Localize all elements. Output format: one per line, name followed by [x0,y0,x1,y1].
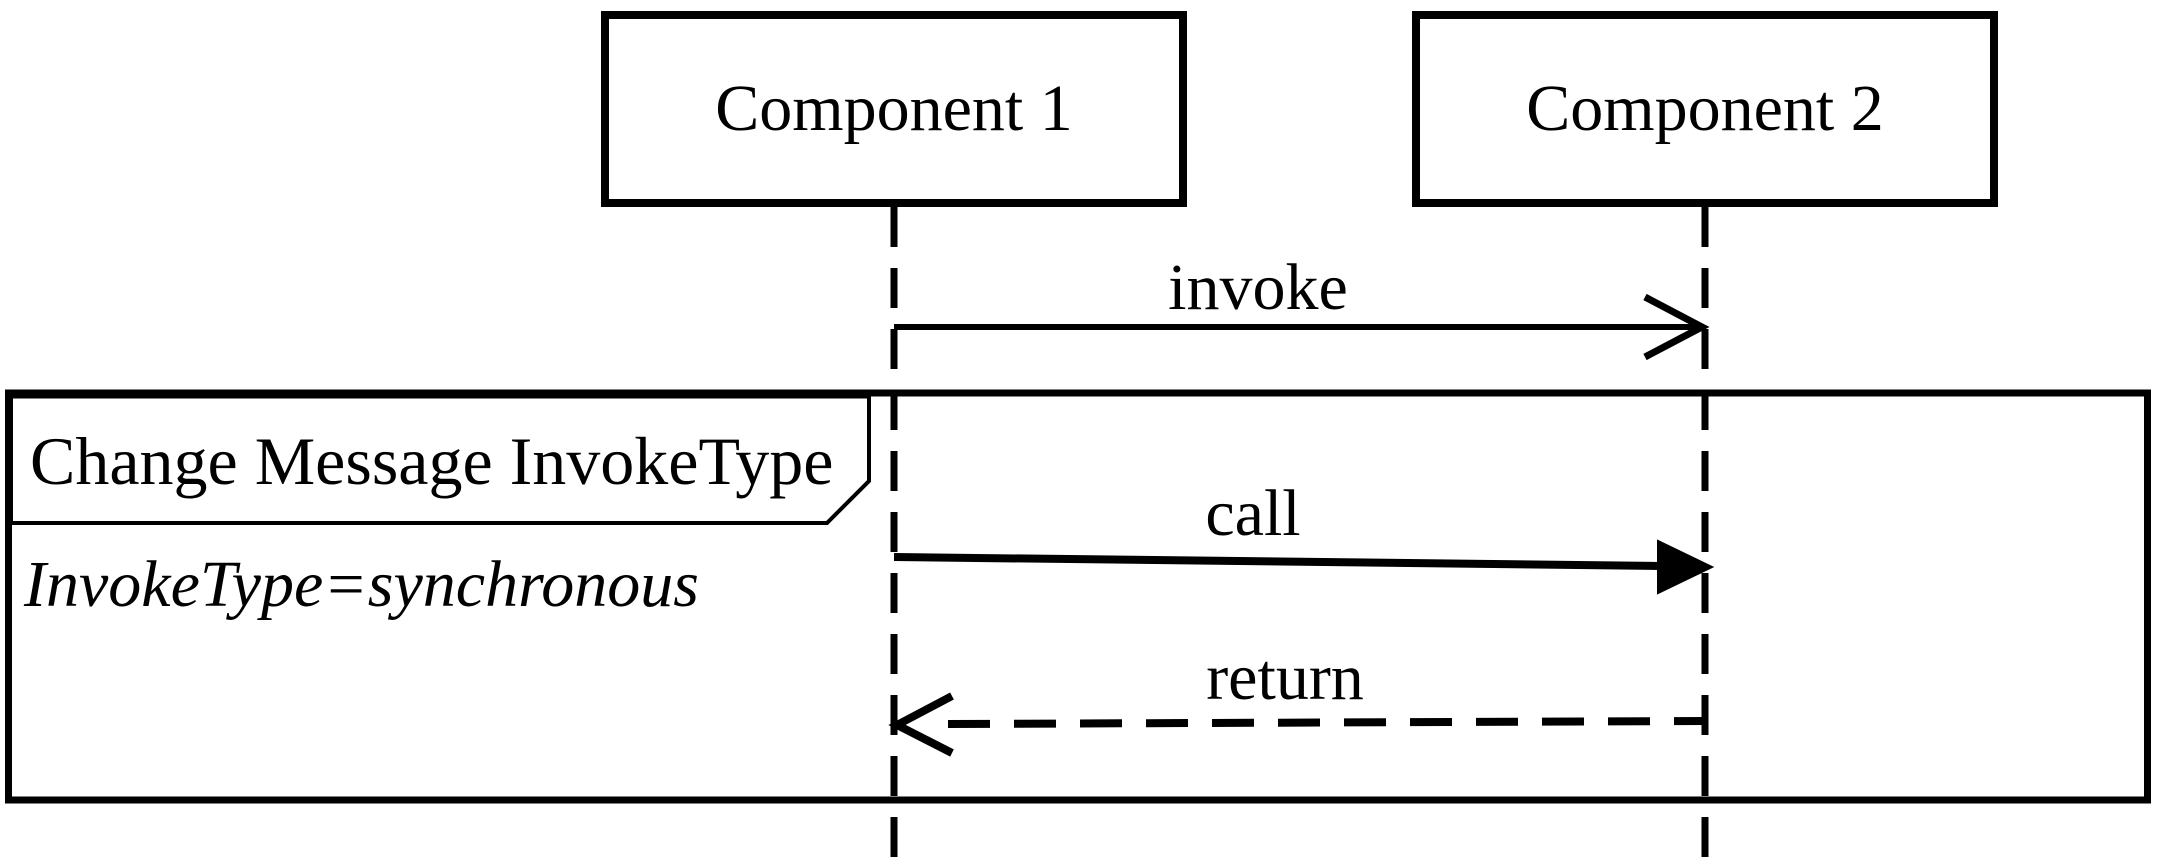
call-message-arrow [893,539,1715,595]
invoke-message-label: invoke [1168,251,1348,324]
call-message-label: call [1205,477,1301,550]
fragment-title: Change Message InvokeType [30,423,834,499]
participant-component-1: Component 1 [601,11,1187,207]
fragment-frame [5,389,2151,804]
participant-component-2: Component 2 [1412,11,1998,207]
fragment-constraint: InvokeType=synchronous [24,548,699,621]
fragment-label-pentagon [9,394,871,525]
participant-component-2-label: Component 2 [1526,72,1884,145]
invoke-message-arrow [894,293,1710,361]
participant-component-1-label: Component 1 [715,72,1073,145]
return-message-label: return [1206,641,1364,714]
return-message-arrow [888,692,1706,757]
